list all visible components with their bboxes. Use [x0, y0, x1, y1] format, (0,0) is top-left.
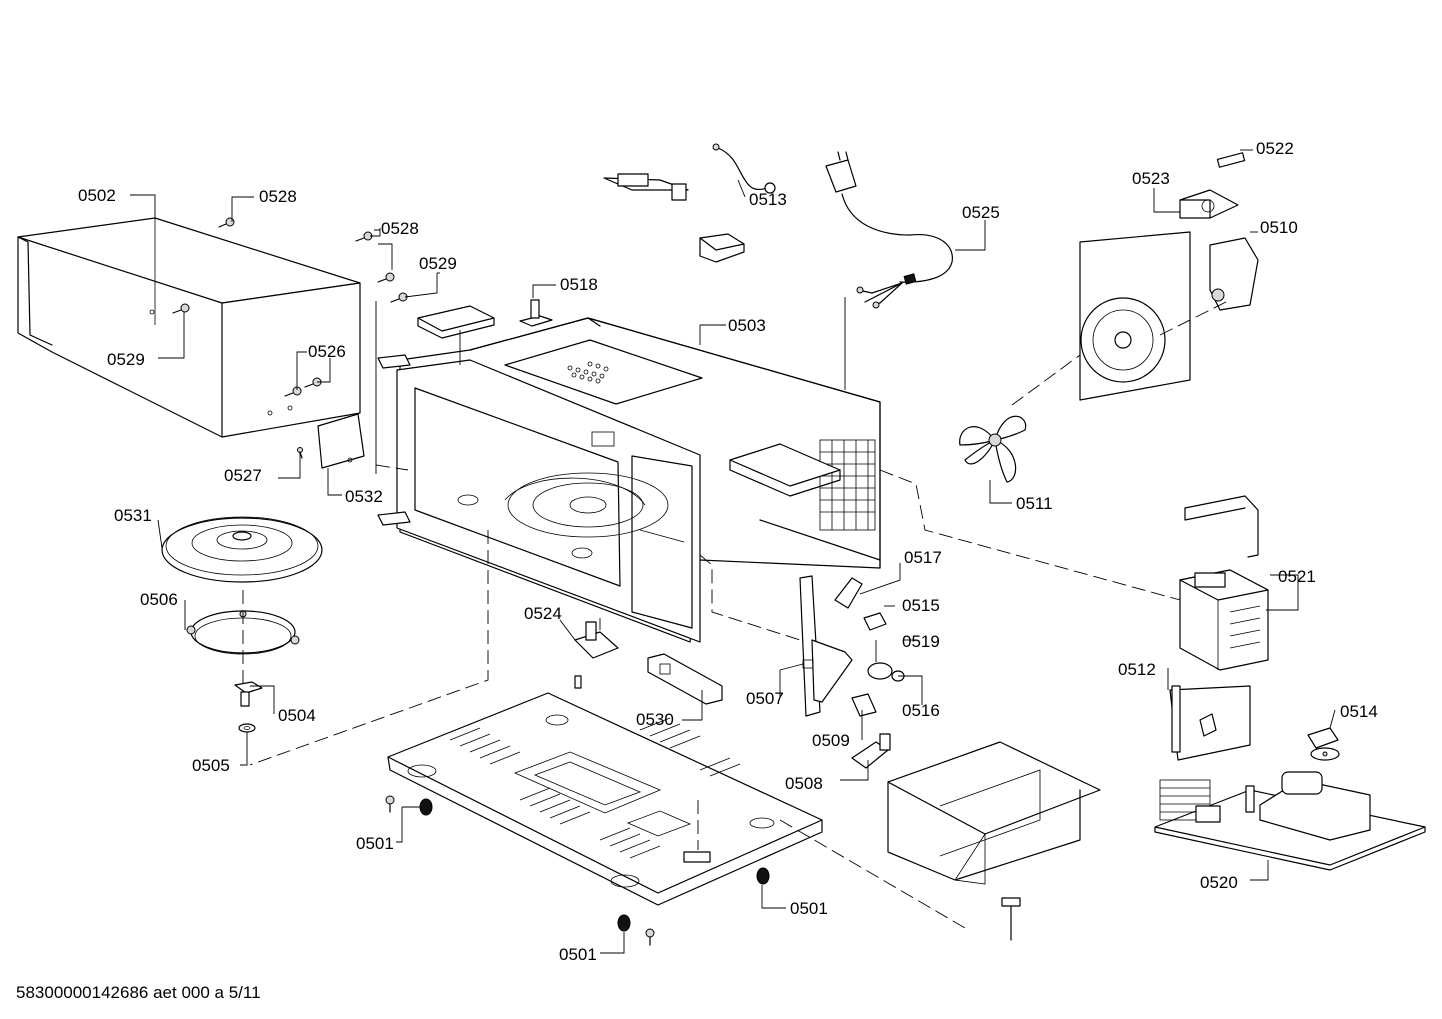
outer-case — [17, 217, 361, 438]
label-0518: 0518 — [560, 275, 598, 294]
label-0516: 0516 — [902, 701, 940, 720]
label-0507: 0507 — [746, 689, 784, 708]
label-0532: 0532 — [345, 487, 383, 506]
label-0521: 0521 — [1278, 567, 1316, 586]
label-0523: 0523 — [1132, 169, 1170, 188]
base-plate — [387, 692, 823, 906]
label-0512: 0512 — [1118, 660, 1156, 679]
right-components — [879, 152, 1426, 871]
label-0501-bottom: 0501 — [559, 945, 597, 964]
label-0503: 0503 — [728, 316, 766, 335]
assembly-lines — [249, 464, 966, 929]
label-0506: 0506 — [140, 590, 178, 609]
label-0508: 0508 — [785, 774, 823, 793]
label-0529-left: 0529 — [107, 350, 145, 369]
leader-lines — [130, 149, 1336, 954]
label-0524: 0524 — [524, 604, 562, 623]
label-0526: 0526 — [308, 342, 346, 361]
label-0511: 0511 — [1016, 494, 1053, 513]
label-0517: 0517 — [904, 548, 942, 567]
turntable-assembly — [161, 516, 323, 733]
label-0530: 0530 — [636, 710, 674, 729]
label-0527: 0527 — [224, 466, 262, 485]
label-0510: 0510 — [1260, 218, 1298, 237]
document-footer: 58300000142686 aet 000 a 5/11 — [16, 983, 261, 1002]
label-0502: 0502 — [78, 186, 116, 205]
screws — [172, 217, 408, 459]
label-0501-left: 0501 — [356, 834, 394, 853]
label-0520: 0520 — [1200, 873, 1238, 892]
label-0528-mid: 0528 — [381, 219, 419, 238]
lower-housing — [887, 741, 1101, 941]
oven-cavity — [377, 317, 881, 643]
label-0519: 0519 — [902, 632, 940, 651]
label-0522: 0522 — [1256, 139, 1294, 158]
label-0515: 0515 — [902, 596, 940, 615]
label-0531: 0531 — [114, 506, 152, 525]
label-0514: 0514 — [1340, 702, 1378, 721]
label-0501-right: 0501 — [790, 899, 828, 918]
label-0529-top: 0529 — [419, 254, 457, 273]
label-0528-top: 0528 — [259, 187, 297, 206]
label-0525: 0525 — [962, 203, 1000, 222]
top-small-parts — [417, 143, 953, 339]
callout-labels: 0502 0528 0528 0529 0529 0526 0527 0532 … — [78, 139, 1378, 964]
waveguide-cover — [317, 413, 365, 469]
label-0509: 0509 — [812, 731, 850, 750]
label-0505: 0505 — [192, 756, 230, 775]
label-0504: 0504 — [278, 706, 316, 725]
feet — [385, 795, 770, 946]
label-0513: 0513 — [749, 190, 787, 209]
